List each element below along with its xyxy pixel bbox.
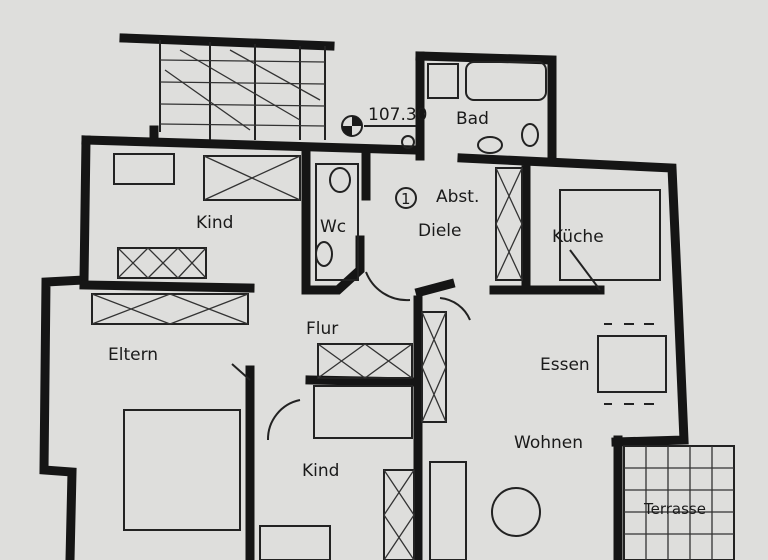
label-essen: Essen (540, 355, 590, 375)
label-flur: Flur (306, 319, 338, 339)
terrace-grid (623, 445, 735, 560)
staircase (119, 33, 335, 140)
label-abst: Abst. (436, 187, 479, 207)
furniture (91, 153, 667, 560)
interior-walls (79, 147, 623, 560)
label-bad: Bad (456, 109, 489, 129)
label-wc: Wc (320, 217, 346, 237)
doors (231, 249, 601, 441)
label-elevation: 107.30 (368, 105, 427, 125)
label-kind-bottom: Kind (302, 461, 339, 481)
elevation-marker (341, 115, 416, 149)
label-entry-number: 1 (401, 190, 411, 208)
label-diele: Diele (418, 221, 461, 241)
label-terrasse: Terrasse (643, 500, 706, 518)
outer-walls (39, 125, 689, 560)
label-wohnen: Wohnen (514, 433, 583, 453)
bathroom-block (415, 51, 557, 165)
label-eltern: Eltern (108, 345, 158, 365)
label-kind-top: Kind (196, 213, 233, 233)
entry-marker-circle (395, 187, 417, 209)
label-kueche: Küche (552, 227, 604, 247)
